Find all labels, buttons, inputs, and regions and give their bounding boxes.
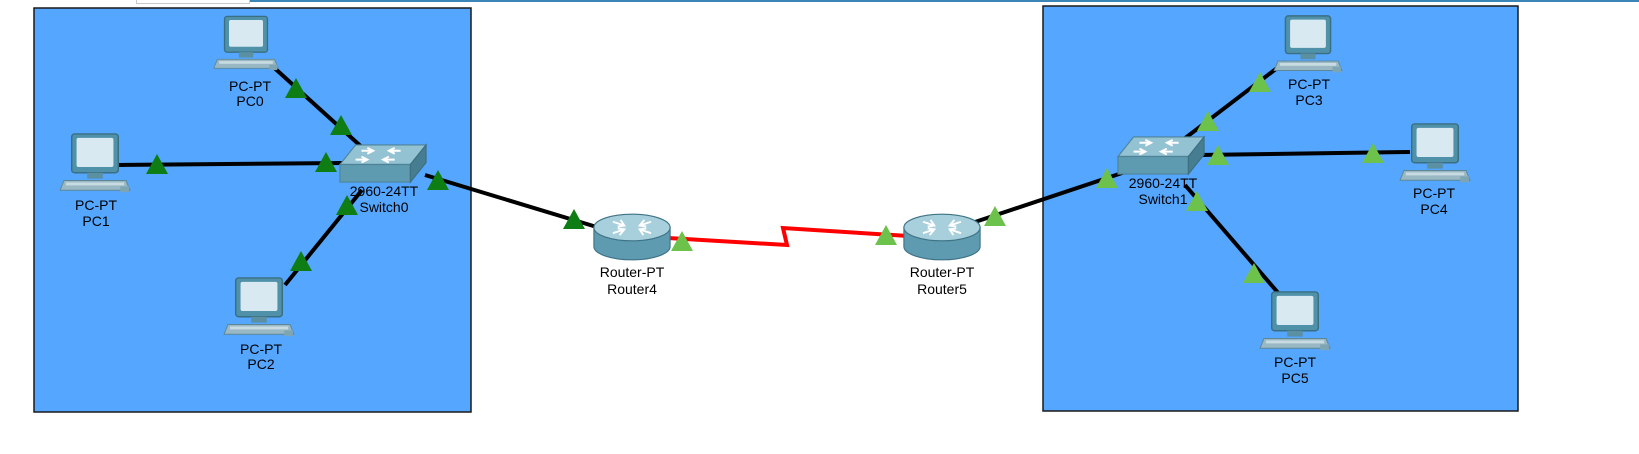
link-pc3-switch1[interactable] bbox=[1178, 60, 1287, 144]
router-icon bbox=[592, 213, 672, 261]
link-up-indicator bbox=[1186, 191, 1208, 211]
link-pc0-switch0[interactable] bbox=[268, 62, 367, 152]
device-name-label: Switch1 bbox=[1138, 191, 1187, 207]
device-pc5[interactable]: PC-PT PC5 bbox=[1259, 291, 1331, 386]
device-model-label: PC-PT bbox=[75, 197, 117, 213]
link-router4-router5-serial[interactable] bbox=[667, 225, 909, 248]
device-pc4[interactable]: PC-PT PC4 bbox=[1399, 123, 1471, 217]
device-name-label: PC4 bbox=[1420, 201, 1447, 217]
link-up-indicator bbox=[330, 115, 352, 135]
device-name-label: PC1 bbox=[82, 213, 109, 229]
device-name-label: PC2 bbox=[247, 356, 274, 372]
link-up-indicator bbox=[1197, 111, 1219, 131]
link-up-indicator bbox=[984, 206, 1006, 226]
device-model-label: PC-PT bbox=[1288, 76, 1330, 92]
link-up-indicator bbox=[1096, 168, 1118, 188]
device-pc1[interactable]: PC-PT PC1 bbox=[59, 133, 131, 229]
link-up-indicator bbox=[1362, 143, 1384, 163]
device-name-label: Switch0 bbox=[359, 199, 408, 215]
link-up-indicator bbox=[563, 209, 585, 229]
device-pc0[interactable]: PC-PT PC0 bbox=[213, 15, 279, 109]
workspace-tab[interactable] bbox=[136, 0, 250, 4]
top-accent-line bbox=[250, 0, 1639, 2]
link-up-indicator bbox=[285, 78, 307, 98]
switch-icon bbox=[338, 143, 428, 184]
device-model-label: Router-PT bbox=[600, 264, 665, 280]
device-model-label: PC-PT bbox=[1413, 185, 1455, 201]
device-name-label: Router4 bbox=[607, 281, 657, 297]
device-model-label: PC-PT bbox=[1274, 354, 1316, 370]
link-up-indicator bbox=[315, 152, 337, 172]
link-up-indicator bbox=[146, 154, 168, 174]
device-pc2[interactable]: PC-PT PC2 bbox=[223, 277, 295, 372]
link-router5-switch1[interactable] bbox=[974, 170, 1126, 224]
device-router4[interactable]: Router-PT Router4 bbox=[592, 213, 672, 297]
device-model-label: PC-PT bbox=[229, 78, 271, 94]
device-name-label: PC3 bbox=[1295, 92, 1322, 108]
device-pc3[interactable]: PC-PT PC3 bbox=[1273, 15, 1343, 108]
switch-icon bbox=[1116, 135, 1206, 176]
link-up-indicator bbox=[875, 225, 897, 245]
device-name-label: PC0 bbox=[236, 93, 263, 109]
link-up-indicator bbox=[1207, 145, 1229, 165]
router-icon bbox=[902, 213, 982, 261]
link-up-indicator bbox=[1249, 72, 1271, 92]
device-name-label: PC5 bbox=[1281, 370, 1308, 386]
link-up-indicator bbox=[427, 170, 449, 190]
device-name-label: Router5 bbox=[917, 281, 967, 297]
device-model-label: 2960-24TT bbox=[350, 183, 419, 199]
link-up-indicator bbox=[671, 231, 693, 251]
device-model-label: PC-PT bbox=[240, 341, 282, 357]
device-router5[interactable]: Router-PT Router5 bbox=[902, 213, 982, 297]
device-model-label: 2960-24TT bbox=[1129, 175, 1198, 191]
left-cluster-area bbox=[33, 7, 472, 413]
link-up-indicator bbox=[1243, 263, 1265, 283]
device-switch1[interactable]: 2960-24TT Switch1 bbox=[1116, 135, 1206, 207]
device-model-label: Router-PT bbox=[910, 264, 975, 280]
link-status-indicators bbox=[146, 72, 1384, 283]
link-up-indicator bbox=[290, 251, 312, 271]
device-switch0[interactable]: 2960-24TT Switch0 bbox=[338, 143, 428, 215]
link-up-indicator bbox=[336, 195, 358, 215]
window-top-bar bbox=[0, 0, 1639, 4]
